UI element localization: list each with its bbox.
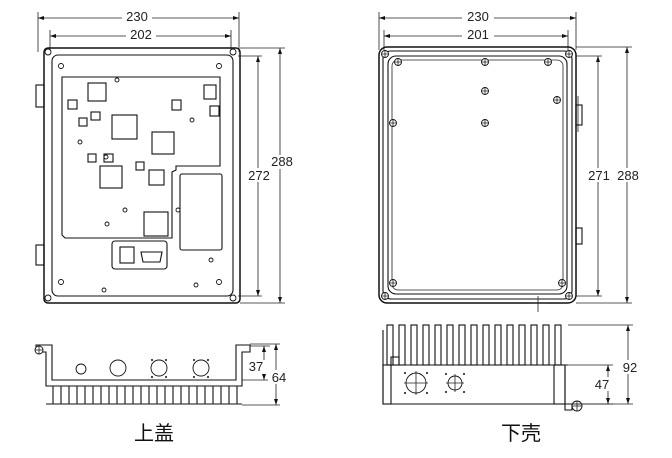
lid-height-dimension: 288 xyxy=(240,47,296,304)
base-inner-width-dimension: 201 xyxy=(383,27,569,50)
base-screw-holes xyxy=(381,50,573,300)
lid-inner-height-dimension: 272 xyxy=(238,55,274,297)
lid-inner-height-label: 272 xyxy=(248,168,270,183)
base-inner-height-dimension: 271 xyxy=(576,55,613,297)
lid-side-low-dimension: 37 xyxy=(242,345,270,381)
base-inner-height-label: 271 xyxy=(588,168,610,183)
base-top-view: 230 201 xyxy=(378,9,643,312)
base-height-label: 288 xyxy=(617,168,639,183)
base-height-dimension: 288 xyxy=(576,46,643,304)
base-side-low-dimension: 47 xyxy=(565,364,614,405)
lid-top-view: 230 202 xyxy=(35,9,296,304)
base-side-view: 92 47 下壳 xyxy=(382,324,642,445)
lid-caption: 上盖 xyxy=(134,421,174,445)
base-side-total-label: 92 xyxy=(623,360,637,375)
base-width-label: 230 xyxy=(467,9,489,24)
lid-width-label: 230 xyxy=(126,9,148,24)
base-side-low-label: 47 xyxy=(595,377,609,392)
lid-inner-width-label: 202 xyxy=(130,27,152,42)
lid-side-low-label: 37 xyxy=(249,359,263,374)
base-inner-width-label: 201 xyxy=(467,27,489,42)
base-side-total-dimension: 92 xyxy=(568,324,642,405)
lid-height-label: 288 xyxy=(271,154,293,169)
lid-width-dimension: 230 xyxy=(37,9,240,52)
lid-side-total-label: 64 xyxy=(272,370,286,385)
base-caption: 下壳 xyxy=(501,421,541,445)
lid-side-view: 37 64 上盖 xyxy=(34,343,290,445)
base-width-dimension: 230 xyxy=(378,9,577,50)
lid-side-total-dimension: 64 xyxy=(242,343,290,406)
